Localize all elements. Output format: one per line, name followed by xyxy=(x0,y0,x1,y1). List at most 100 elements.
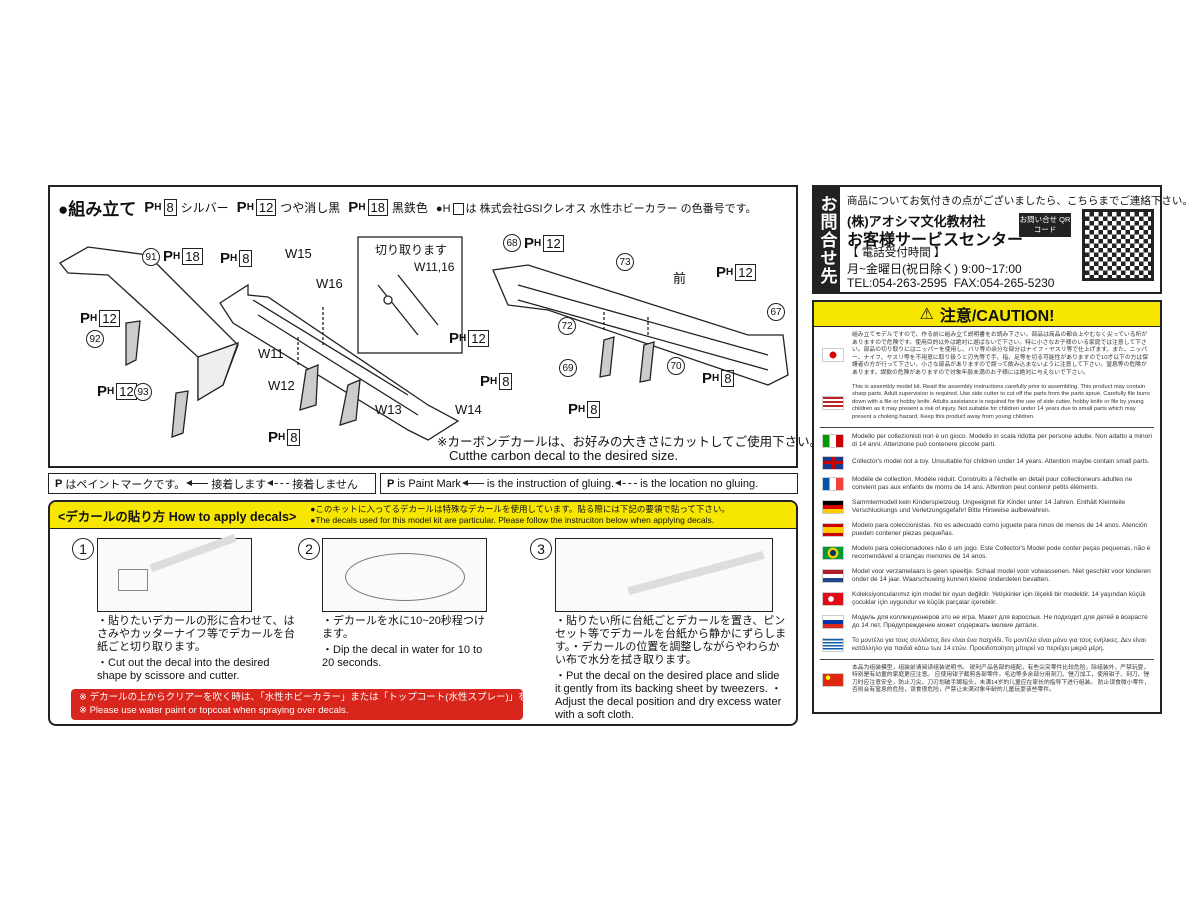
caution-item-cn: 本品为组装模型，组装前请阅读组装说明书。 锐利产品各部的组配，有些尖突零件比较危… xyxy=(814,662,1160,698)
contact-intro: 商品についてお気付きの点がございましたら、こちらまでご連絡下さい。 xyxy=(847,195,1193,207)
step-3-text: ・貼りたい所に台紙ごとデカールを置き、ピンセット等でデカールを台紙から静かにずら… xyxy=(555,615,787,721)
label-w12: W12 xyxy=(268,378,295,393)
jp-flag-icon xyxy=(822,347,844,362)
assembly-title: ●組み立て xyxy=(58,200,137,219)
caution-text: Modèle de collection. Modèle réduit. Con… xyxy=(852,475,1133,492)
warning-triangle-icon: ⚠ xyxy=(919,306,934,323)
stay-69 xyxy=(599,336,615,378)
caution-header: ⚠ 注意/CAUTION! xyxy=(814,302,1160,327)
label-w13: W13 xyxy=(375,402,402,417)
caution-text: This is assembly model kit. Read the ass… xyxy=(852,383,1150,420)
decal-note-en: ●The decals used for this model kit are … xyxy=(310,515,715,525)
caution-title: 注意/CAUTION! xyxy=(939,308,1055,325)
decal-header: <デカールの貼り方 How to apply decals> ●このキットに入っ… xyxy=(50,502,796,529)
de-flag-icon xyxy=(822,500,844,515)
carbon-note-jp: ※カーボンデカールは、お好みの大きさにカットしてご使用下さい。 xyxy=(437,435,823,449)
inset-box xyxy=(357,236,463,354)
carbon-note-en: Cutthe carbon decal to the desired size. xyxy=(449,448,679,463)
label-w14: W14 xyxy=(455,402,482,417)
part-number-93: 93 xyxy=(134,383,152,401)
decal-title: <デカールの貼り方 How to apply decals> xyxy=(58,509,297,524)
nl-flag-icon xyxy=(822,569,844,584)
step-1-illustration xyxy=(97,533,252,612)
caution-item-nl: Model voor verzamelaars is geen speeltje… xyxy=(814,565,1160,588)
caution-box: ⚠ 注意/CAUTION! 組み立てモデルですので、作る前に組み立て説明書をお読み… xyxy=(812,300,1162,714)
caution-text: Modelo para coleccionistas. No es adecua… xyxy=(852,521,1148,538)
contact-phone: TEL:054-263-2595 FAX:054-265-5230 xyxy=(847,276,1055,290)
caution-list: 組み立てモデルですので、作る前に組み立て説明書をお読み下さい。部品は商品の都合上… xyxy=(814,327,1160,698)
caution-item-ru: Модель для коллекционеров это не игра. М… xyxy=(814,611,1160,634)
glue-arrow-icon xyxy=(461,480,484,486)
part-number-67: 67 xyxy=(767,303,785,321)
contact-hours: 月~金曜日(祝日除く) 9:00~17:00 xyxy=(847,262,1022,276)
no-glue-arrow-icon xyxy=(615,480,638,486)
stay-92 xyxy=(125,320,141,367)
part-number-68: 68 xyxy=(503,234,521,252)
caution-text: Το μοντέλο για τους συλλέκτες δεν είναι … xyxy=(852,636,1146,653)
caution-text: Sammlermodell kein Kinderspielzeug. Unge… xyxy=(852,498,1126,515)
caution-item-fr: Modèle de collection. Modèle réduit. Con… xyxy=(814,473,1160,496)
step-2-text: ・デカールを水に10~20秒程つけます。・Dip the decal in wa… xyxy=(322,615,485,669)
qr-label: お問い合せ QRコード xyxy=(1019,213,1071,237)
caution-text: Modello per collezionisti non è un gioco… xyxy=(852,432,1152,449)
wing-diagram xyxy=(59,236,789,441)
assembly-section xyxy=(48,185,798,468)
label-w11: W11 xyxy=(258,346,284,361)
caution-text: Model voor verzamelaars is geen speeltje… xyxy=(852,567,1151,584)
it-flag-icon xyxy=(822,434,844,449)
contact-side-label: お問合せ先 xyxy=(814,187,840,292)
part-number-91: 91 xyxy=(142,248,160,266)
us-flag-icon xyxy=(822,395,844,410)
caution-text: Collector's model not a toy. Unsuitable … xyxy=(852,458,1150,466)
tr-flag-icon xyxy=(822,592,844,607)
part-number-73: 73 xyxy=(616,253,634,271)
decal-section: <デカールの貼り方 How to apply decals> ●このキットに入っ… xyxy=(48,500,798,726)
stay-w12 xyxy=(299,364,319,411)
caution-item-br: Modelo para colecionadores não é um jogo… xyxy=(814,542,1160,565)
divider xyxy=(820,426,1154,428)
cn-flag-icon xyxy=(822,672,844,687)
es-flag-icon xyxy=(822,523,844,538)
inset-title: 切り取ります xyxy=(375,243,448,257)
gb-flag-icon xyxy=(822,455,844,470)
caution-text: Модель для коллекционеров это не игра. М… xyxy=(852,613,1148,630)
label-front: 前 xyxy=(673,271,687,286)
no-glue-arrow-icon xyxy=(267,480,290,486)
decal-note-jp: ●このキットに入ってるデカールは特殊なデカールを使用しています。貼る際には下記の… xyxy=(310,504,730,514)
wing-part-w11-w16 xyxy=(219,283,460,441)
glue-arrow-icon xyxy=(186,480,209,486)
caution-item-de: Sammlermodell kein Kinderspielzeug. Unge… xyxy=(814,496,1160,519)
wing-part-73 xyxy=(492,264,789,386)
label-w16: W16 xyxy=(316,276,343,291)
gr-flag-icon xyxy=(822,638,844,653)
ru-flag-icon xyxy=(822,615,844,630)
part-number-72: 72 xyxy=(558,317,576,335)
caution-text: Modelo para colecionadores não é um jogo… xyxy=(852,544,1151,561)
part-number-70: 70 xyxy=(667,357,685,375)
contact-center: お客様サービスセンター xyxy=(847,232,1024,249)
caution-text: 組み立てモデルですので、作る前に組み立て説明書をお読み下さい。部品は商品の都合上… xyxy=(852,332,1149,376)
part-number-69: 69 xyxy=(559,359,577,377)
caution-item-gb: Collector's model not a toy. Unsuitable … xyxy=(814,453,1160,473)
qr-code-icon[interactable] xyxy=(1082,209,1154,281)
caution-item-jp: 組み立てモデルですので、作る前に組み立て説明書をお読み下さい。部品は商品の都合上… xyxy=(814,329,1160,381)
stay-70 xyxy=(639,341,655,383)
br-flag-icon xyxy=(822,546,844,561)
contact-company: (株)アオシマ文化教材社 xyxy=(847,214,986,229)
caution-item-es: Modelo para coleccionistas. No es adecua… xyxy=(814,519,1160,542)
